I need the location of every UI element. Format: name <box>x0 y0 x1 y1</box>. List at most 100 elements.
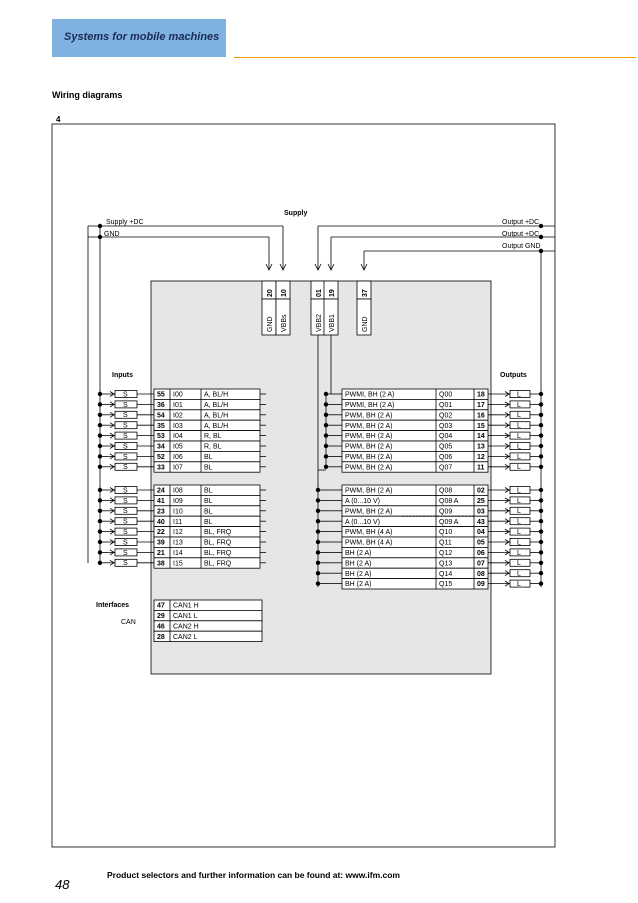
output-node <box>538 508 544 513</box>
input-pin-number: 52 <box>157 454 165 461</box>
output-name: Q01 <box>439 402 452 409</box>
arrow-icon <box>504 453 510 460</box>
sensor-symbol: S <box>123 391 128 398</box>
input-pin-number: 34 <box>157 444 165 451</box>
output-node <box>538 402 544 407</box>
input-name: I07 <box>173 464 183 471</box>
arrow-icon <box>109 422 115 429</box>
output-pin-number: 15 <box>477 423 485 430</box>
interfaces-label: Interfaces <box>96 602 129 609</box>
input-function: BL <box>204 454 213 461</box>
outputs-label: Outputs <box>500 372 527 379</box>
output-function: BH (2 A) <box>345 571 371 578</box>
load-symbol: L <box>517 498 521 505</box>
header-title: Systems for mobile machines <box>64 31 220 43</box>
input-pin-number: 24 <box>157 488 165 495</box>
output-pin-number: 07 <box>477 560 485 567</box>
footer-text: Product selectors and further informatio… <box>107 870 400 880</box>
arrow-icon <box>279 263 287 271</box>
input-node <box>97 433 103 438</box>
arrow-icon <box>504 518 510 525</box>
arrow-icon <box>504 580 510 587</box>
output-function: PWM, BH (2 A) <box>345 454 392 461</box>
output-pin-number: 09 <box>477 581 485 588</box>
arrow-icon <box>504 549 510 556</box>
arrow-icon <box>504 422 510 429</box>
load-symbol: L <box>517 412 521 419</box>
output-name: Q08 A <box>439 498 459 505</box>
output-pin-number: 14 <box>477 433 485 440</box>
input-name: I01 <box>173 402 183 409</box>
arrow-icon <box>109 463 115 470</box>
interface-name: CAN2 H <box>173 623 199 630</box>
output-pin-number: 25 <box>477 498 485 505</box>
output-name: Q15 <box>439 581 452 588</box>
supply-pin-name: GND <box>267 316 274 332</box>
arrow-icon <box>109 487 115 493</box>
input-pin-number: 38 <box>157 560 165 567</box>
arrow-icon <box>504 570 510 577</box>
header-rule <box>234 57 636 58</box>
output-name: Q10 <box>439 529 452 536</box>
arrow-icon <box>109 411 115 418</box>
input-name: I09 <box>173 498 183 505</box>
input-name: I04 <box>173 433 183 440</box>
input-node <box>97 487 103 493</box>
arrow-icon <box>109 497 115 504</box>
sensor-symbol: S <box>123 433 128 440</box>
section-title: Wiring diagrams <box>52 90 123 100</box>
sensor-symbol: S <box>123 487 128 494</box>
input-function: BL <box>204 464 213 471</box>
arrow-icon <box>504 411 510 418</box>
load-symbol: L <box>517 423 521 430</box>
supply-pin-number: 20 <box>267 289 274 297</box>
input-function: A, BL/H <box>204 392 228 399</box>
input-pin-number: 55 <box>157 392 165 399</box>
arrow-icon <box>504 443 510 449</box>
sensor-symbol: S <box>123 498 128 505</box>
input-node <box>97 412 103 417</box>
interface-row <box>153 630 263 643</box>
output-node <box>538 423 544 428</box>
output-name: Q05 <box>439 444 452 451</box>
input-node <box>97 454 103 459</box>
interface-pin-number: 46 <box>157 623 165 630</box>
interface-pin-number: 28 <box>157 634 165 641</box>
supply-pin-name-box <box>356 298 372 336</box>
output-pin-number: 18 <box>477 392 485 399</box>
input-pin-number: 33 <box>157 464 165 471</box>
interface-name: CAN1 L <box>173 613 198 620</box>
output-pin-number: 03 <box>477 508 485 515</box>
output-function: A (0...10 V) <box>345 498 380 505</box>
output-function: PWM, BH (2 A) <box>345 423 392 430</box>
sensor-symbol: S <box>123 519 128 526</box>
arrow-icon <box>109 391 115 397</box>
input-function: BL <box>204 508 213 515</box>
arrow-icon <box>109 443 115 449</box>
output-function: BH (2 A) <box>345 581 371 588</box>
input-name: I15 <box>173 560 183 567</box>
output-node <box>538 412 544 417</box>
sensor-symbol: S <box>123 508 128 515</box>
input-function: BL <box>204 488 213 495</box>
arrow-icon <box>314 263 322 271</box>
output-function: PWM, BH (2 A) <box>345 508 392 515</box>
supply-pin-number: 01 <box>316 289 323 297</box>
sensor-symbol: S <box>123 529 128 536</box>
input-node <box>97 464 103 469</box>
input-node <box>97 519 103 524</box>
output-name: Q12 <box>439 550 452 557</box>
input-node <box>97 508 103 513</box>
arrow-icon <box>109 518 115 525</box>
can-label: CAN <box>121 619 136 626</box>
output-pin-number: 12 <box>477 454 485 461</box>
load-symbol: L <box>517 560 521 567</box>
interface-name: CAN1 H <box>173 603 199 610</box>
load-symbol: L <box>517 571 521 578</box>
load-symbol: L <box>517 443 521 450</box>
sensor-symbol: S <box>123 412 128 419</box>
input-pin-number: 40 <box>157 519 165 526</box>
output-pin-number: 43 <box>477 519 485 526</box>
output-node <box>538 581 544 586</box>
load-symbol: L <box>517 464 521 471</box>
